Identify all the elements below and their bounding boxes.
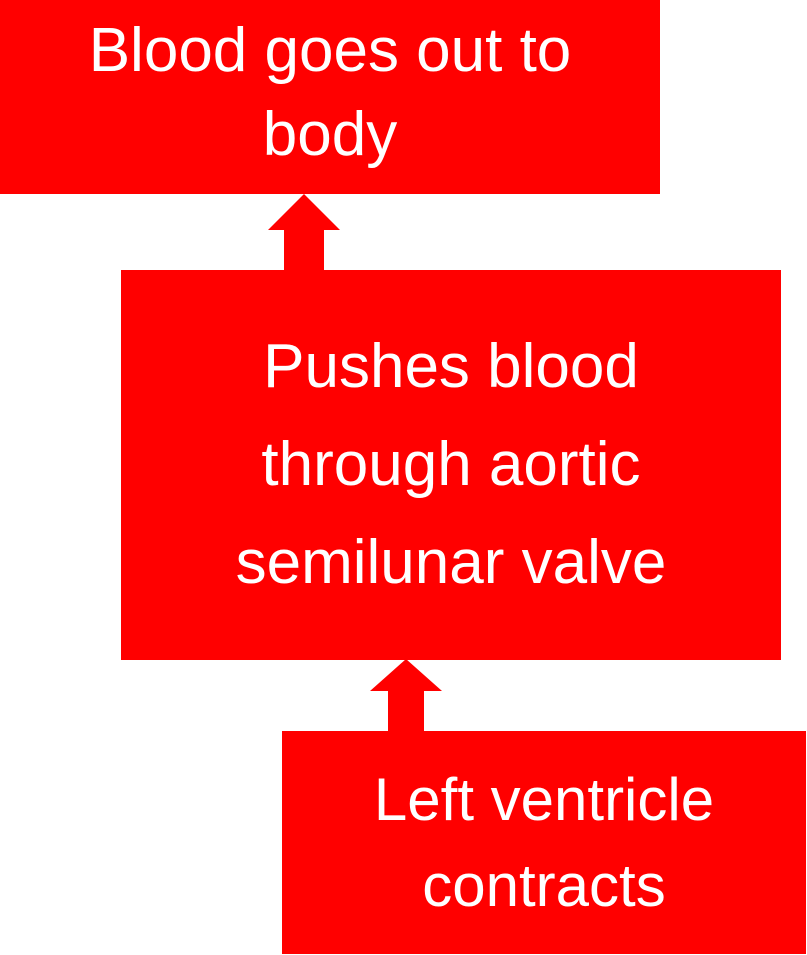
box-left-ventricle: Left ventricle contracts: [282, 731, 806, 954]
text-line: through aortic: [261, 430, 641, 499]
up-arrow-icon: [370, 659, 442, 732]
text-line: Left ventricle: [373, 765, 715, 833]
box-text: Left ventricle contracts: [374, 757, 714, 929]
up-arrow-icon: [268, 194, 340, 271]
arrow-shape: [370, 659, 442, 732]
text-line: semilunar valve: [235, 528, 667, 597]
text-line: contracts: [422, 851, 666, 919]
text-line: body: [262, 100, 398, 169]
arrow-shape: [268, 194, 340, 271]
text-line: Blood goes out to: [88, 16, 572, 85]
text-line: Pushes blood: [263, 332, 639, 401]
box-pushes-blood: Pushes blood through aortic semilunar va…: [121, 270, 781, 660]
box-text: Blood goes out to body: [89, 9, 572, 177]
box-text: Pushes blood through aortic semilunar va…: [236, 318, 667, 612]
box-blood-goes-out: Blood goes out to body: [0, 0, 660, 194]
